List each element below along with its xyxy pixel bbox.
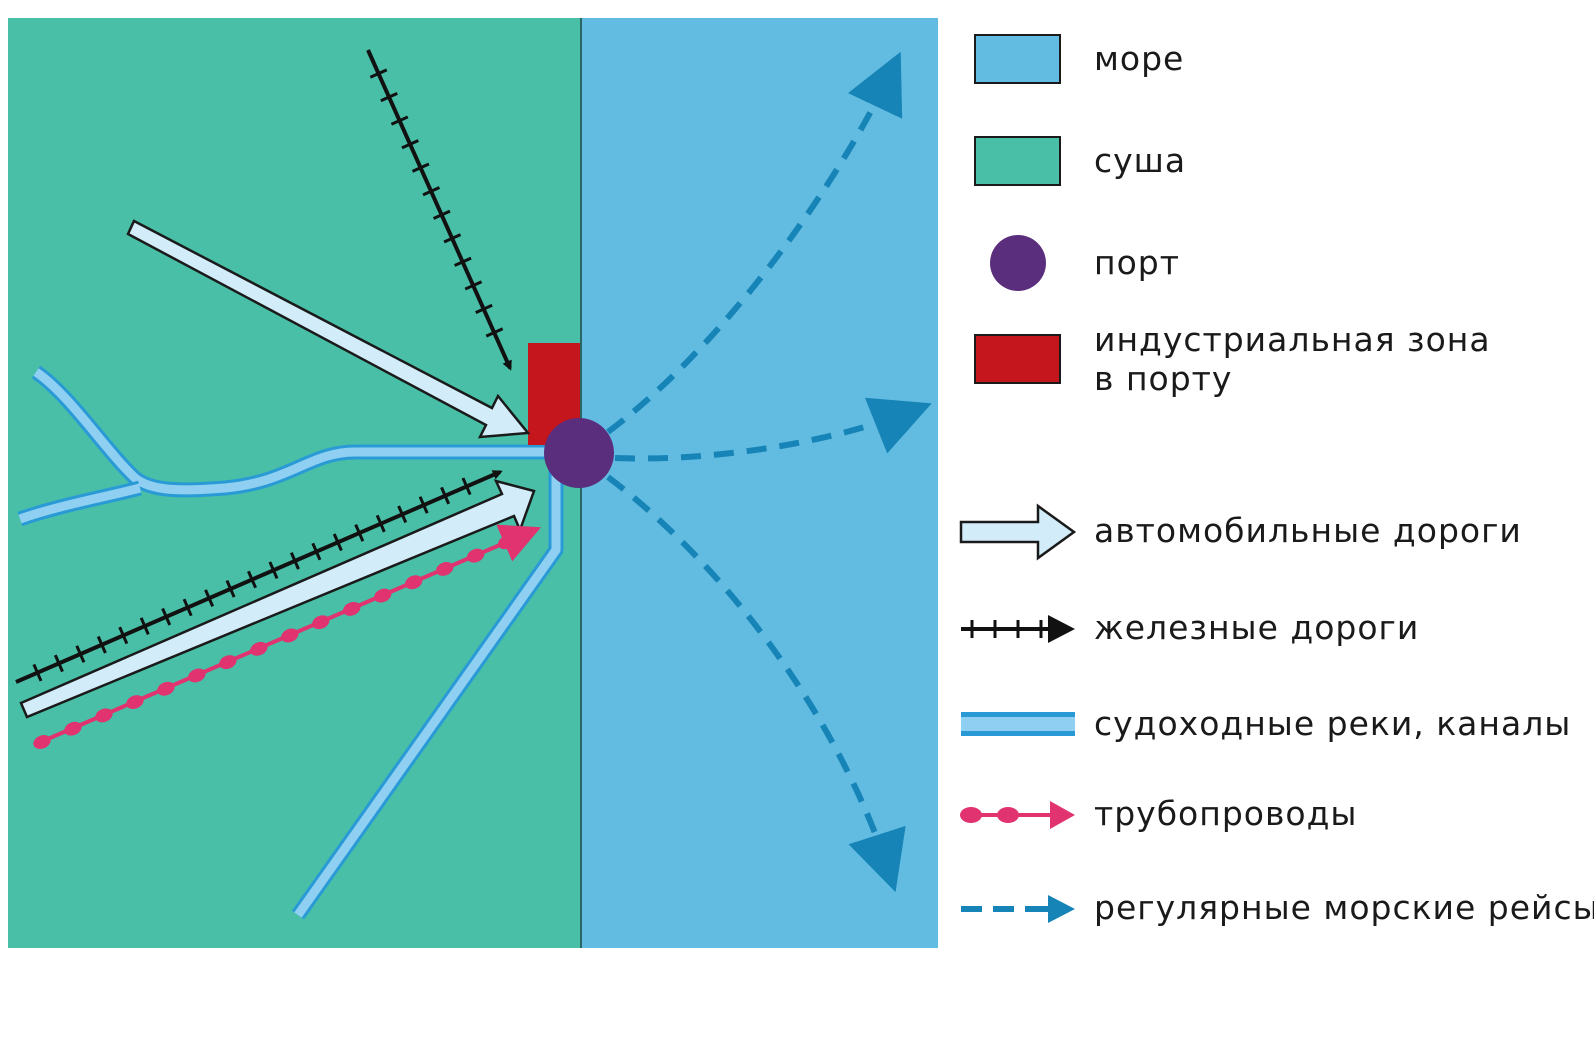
railway-tie bbox=[485, 327, 504, 338]
land-area bbox=[8, 18, 581, 948]
railway-tie bbox=[418, 496, 429, 514]
railway-tie bbox=[96, 635, 107, 654]
legend-industrial-swatch bbox=[974, 334, 1061, 384]
railway-tie bbox=[440, 486, 451, 505]
railway-tie bbox=[32, 663, 43, 682]
pipeline-bead bbox=[157, 681, 175, 696]
legend-road-icon bbox=[959, 503, 1077, 561]
railway-tie bbox=[182, 598, 193, 617]
legend-label-roads: автомобильные дороги bbox=[1094, 511, 1522, 550]
pipeline-bead bbox=[219, 655, 237, 670]
railway-tie bbox=[397, 505, 408, 524]
railway-tie bbox=[118, 626, 129, 645]
railway-tie bbox=[332, 533, 343, 552]
legend-sea-swatch bbox=[974, 34, 1061, 84]
legend-label-pipelines: трубопроводы bbox=[1094, 794, 1358, 833]
legend-symbols bbox=[959, 34, 1077, 923]
sea-routes bbox=[606, 51, 932, 893]
railway-tie bbox=[225, 579, 236, 598]
legend-land-swatch bbox=[974, 136, 1061, 186]
legend-port-swatch bbox=[990, 235, 1046, 291]
railway-tie bbox=[432, 209, 451, 220]
legend-sea-route-icon bbox=[961, 895, 1075, 923]
railway-southwest bbox=[15, 470, 503, 684]
road-arrow-north bbox=[126, 219, 531, 439]
railway-tie bbox=[461, 477, 472, 496]
pipeline-bead bbox=[95, 708, 113, 723]
legend-railway-icon bbox=[961, 615, 1075, 643]
pipeline-bead bbox=[374, 588, 392, 603]
pipeline-bead bbox=[281, 628, 299, 643]
pipeline-bead bbox=[250, 641, 268, 656]
legend-label-sea: море bbox=[1094, 39, 1185, 78]
pipeline-bead bbox=[436, 561, 454, 576]
railway-tie bbox=[75, 645, 86, 663]
railway-north bbox=[366, 49, 512, 371]
railway-tie bbox=[380, 92, 398, 103]
sea-route-north bbox=[606, 51, 903, 435]
railway-tie bbox=[369, 68, 388, 79]
pipeline-bead bbox=[467, 548, 485, 563]
railway-tie bbox=[311, 542, 322, 561]
sea-area bbox=[581, 18, 938, 948]
pipeline-bead bbox=[343, 601, 361, 616]
legend-label-railways: железные дороги bbox=[1094, 608, 1420, 647]
sea-route-east bbox=[614, 397, 932, 462]
legend-label-industrial-zone-2: в порту bbox=[1094, 359, 1233, 398]
railway-tie bbox=[443, 233, 462, 244]
legend-label-port: порт bbox=[1094, 243, 1180, 282]
railway-tie bbox=[464, 280, 483, 291]
railways bbox=[15, 49, 512, 684]
pipeline-bead bbox=[126, 695, 144, 710]
legend-river-icon bbox=[961, 712, 1075, 736]
pipeline-bead bbox=[497, 535, 516, 550]
legend-label-sea-routes: регулярные морские рейсы bbox=[1094, 888, 1594, 927]
railway-tie bbox=[247, 570, 257, 589]
railway-tie bbox=[422, 186, 441, 197]
railway-tie bbox=[454, 256, 472, 267]
pipeline-bead bbox=[188, 668, 206, 683]
legend-label-industrial-zone-1: индустриальная зона bbox=[1094, 320, 1491, 359]
roads bbox=[19, 219, 536, 719]
railway-tie bbox=[354, 524, 365, 542]
railway-tie bbox=[268, 561, 279, 580]
pipeline bbox=[33, 524, 542, 749]
pipeline-bead bbox=[64, 721, 82, 736]
railway-tie bbox=[390, 115, 409, 126]
river-network bbox=[17, 365, 564, 920]
railway-tie bbox=[204, 589, 215, 607]
railway-tie bbox=[289, 552, 300, 570]
road-arrow-southwest bbox=[19, 479, 536, 719]
legend-label-rivers: судоходные реки, каналы bbox=[1094, 704, 1572, 743]
pipeline-bead bbox=[312, 615, 330, 630]
railway-tie bbox=[161, 607, 172, 626]
pipeline-bead bbox=[33, 735, 51, 749]
railway-tie bbox=[139, 617, 150, 635]
pipeline-bead bbox=[405, 575, 423, 590]
railway-tie bbox=[475, 303, 493, 314]
legend-label-land: суша bbox=[1094, 141, 1187, 180]
legend-pipeline-icon bbox=[960, 801, 1075, 829]
port-circle bbox=[544, 418, 614, 488]
railway-tie bbox=[375, 514, 386, 533]
railway-tie bbox=[53, 654, 64, 673]
railway-tie bbox=[411, 162, 430, 173]
railway-tie bbox=[401, 139, 419, 150]
sea-route-south bbox=[606, 474, 906, 893]
